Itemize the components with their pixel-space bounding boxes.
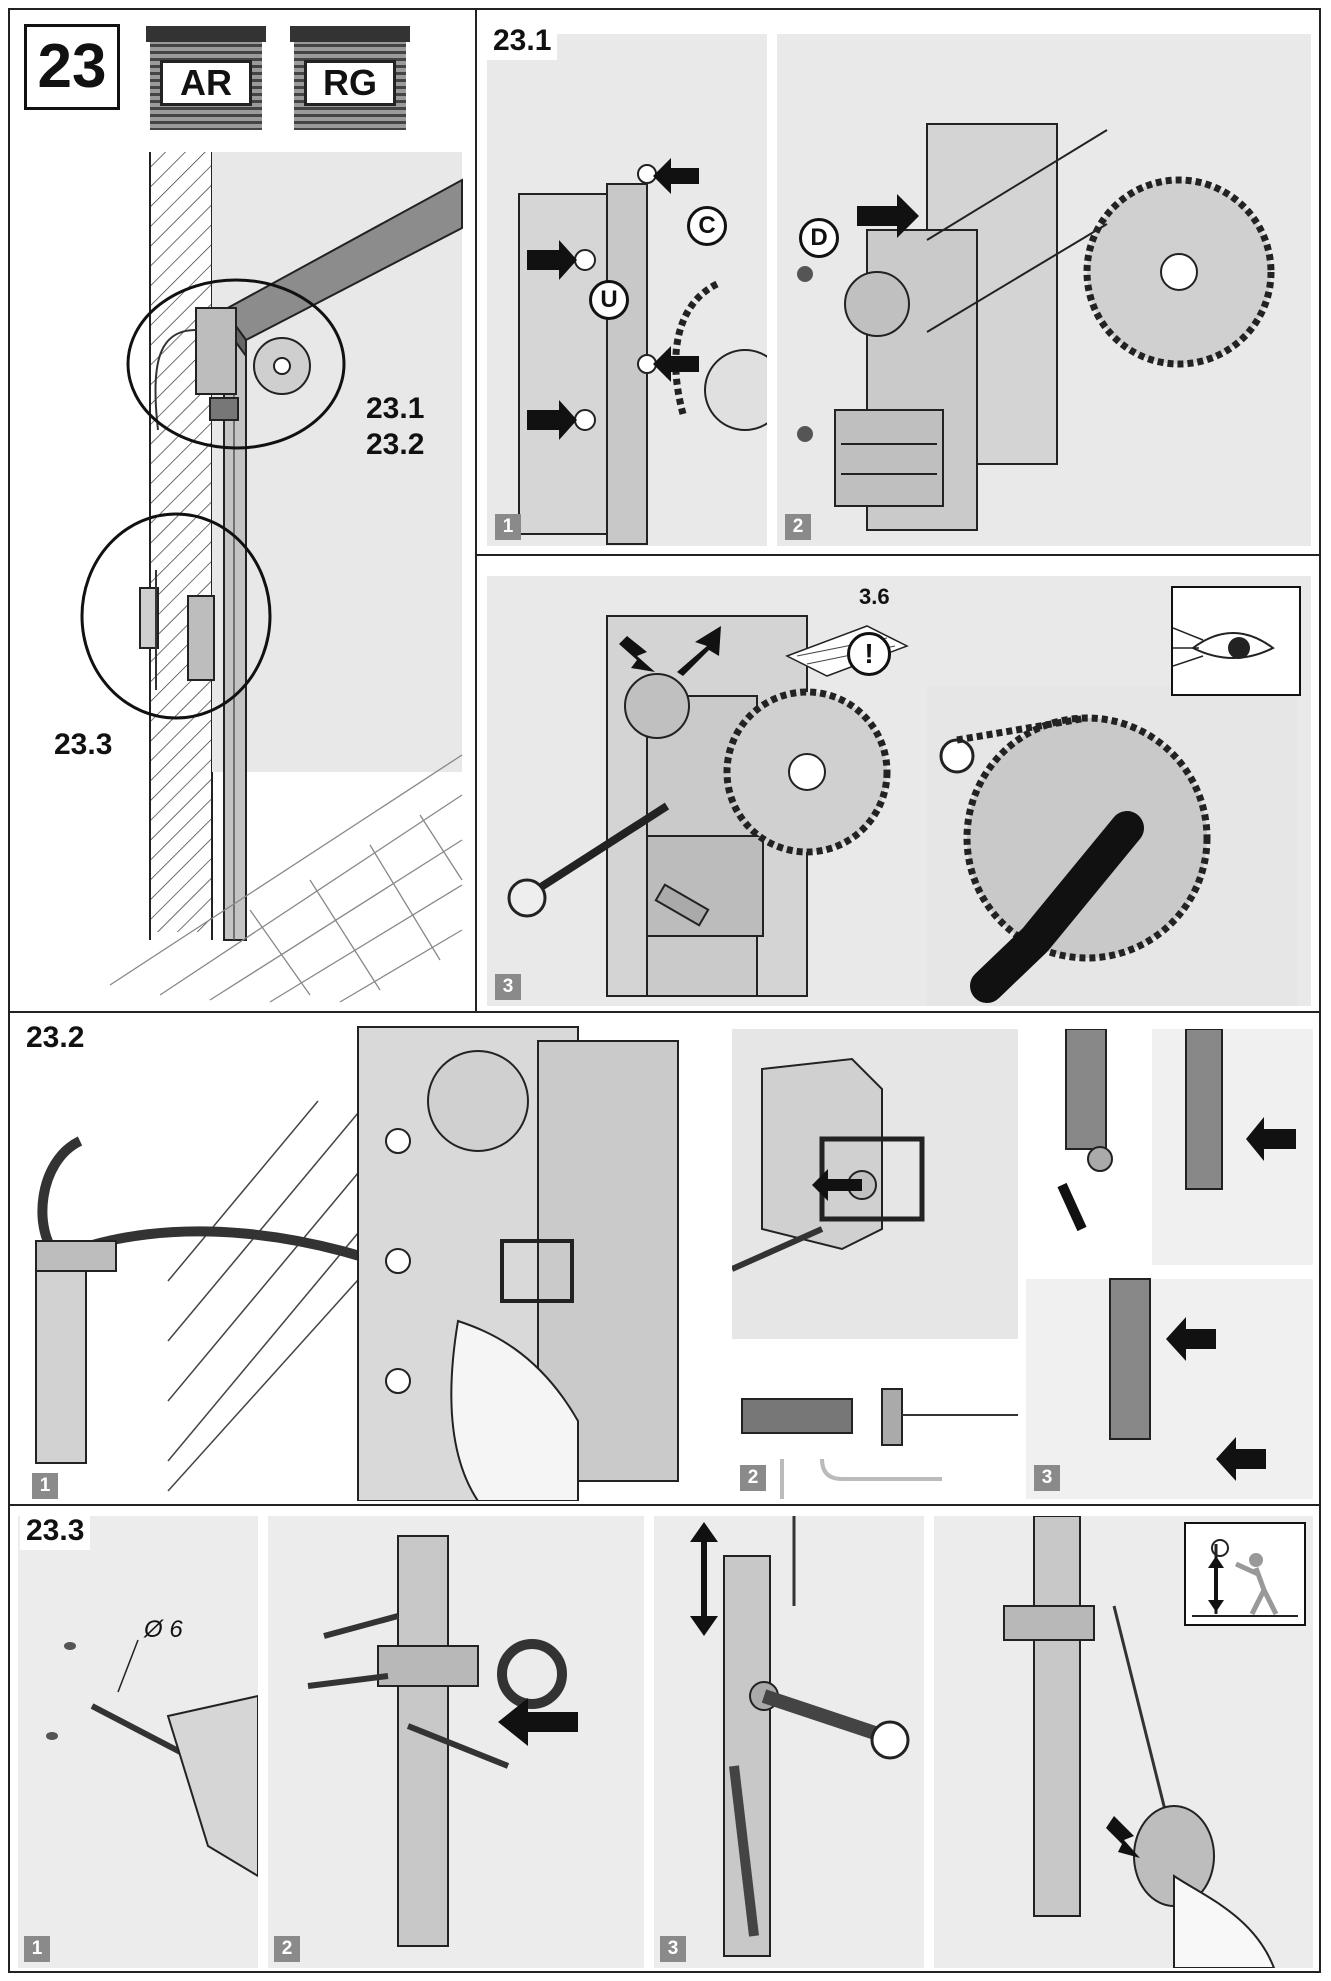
- divider: [10, 1504, 1319, 1506]
- instruction-page: 23 AR RG: [8, 8, 1321, 1973]
- divider: [10, 1011, 1319, 1013]
- step-number-1: 1: [32, 1473, 58, 1499]
- section-23-1: C U 1 D 2 23.1: [477, 10, 1319, 1011]
- section-title-23-3: 23.3: [20, 1512, 91, 1550]
- person-pulling-icon: [1184, 1522, 1306, 1626]
- drill-diameter: Ø 6: [144, 1616, 183, 1643]
- step-panel: 3: [1026, 1029, 1313, 1499]
- door-type-rg: RG: [304, 60, 396, 106]
- part-label-c: C: [687, 206, 727, 246]
- eye-icon: [1171, 586, 1301, 696]
- step-number-3: 3: [660, 1936, 686, 1962]
- step-panel: D 2: [777, 34, 1311, 546]
- step-number-2: 2: [740, 1465, 766, 1491]
- step-panel: C U 1: [487, 34, 767, 546]
- garage-door-icon: RG: [290, 26, 410, 130]
- warning-icon: !: [847, 632, 891, 676]
- part-label-d: D: [799, 218, 839, 258]
- step-panel: Ø 6 1: [18, 1516, 258, 1968]
- step-number-3: 3: [1034, 1465, 1060, 1491]
- step-number-2: 2: [274, 1936, 300, 1962]
- step-number: 23: [24, 24, 120, 110]
- section-title-23-1: 23.1: [487, 22, 558, 60]
- step-number-2: 2: [785, 514, 811, 540]
- step-panel: 2: [268, 1516, 644, 1968]
- overview-section: 23 AR RG: [10, 10, 475, 1011]
- callout-23-3: 23.3: [54, 728, 113, 761]
- divider: [475, 10, 477, 1013]
- door-type-ar: AR: [160, 60, 252, 106]
- divider: [475, 554, 1319, 556]
- step-number-1: 1: [495, 514, 521, 540]
- section-23-3: Ø 6 1 2: [10, 1506, 1319, 1973]
- doc-reference: 3.6: [859, 584, 890, 609]
- garage-door-icon: AR: [146, 26, 266, 130]
- step-panel: 3: [654, 1516, 924, 1968]
- checkmark-icon: [970, 811, 1144, 1003]
- overview-illustration: [80, 152, 463, 1003]
- step-number-3: 3: [495, 974, 521, 1000]
- step-panel: 2: [732, 1029, 1018, 1499]
- step-panel: [934, 1516, 1313, 1968]
- step-number-1: 1: [24, 1936, 50, 1962]
- section-title-23-2: 23.2: [20, 1019, 91, 1057]
- section-23-2: 1 2: [10, 1013, 1319, 1504]
- part-label-u: U: [589, 280, 629, 320]
- step-panel: ! 3.6 3: [487, 576, 1311, 1006]
- step-panel: 1: [18, 1021, 726, 1501]
- callout-23-2: 23.2: [366, 428, 425, 461]
- callout-23-1: 23.1: [366, 392, 425, 425]
